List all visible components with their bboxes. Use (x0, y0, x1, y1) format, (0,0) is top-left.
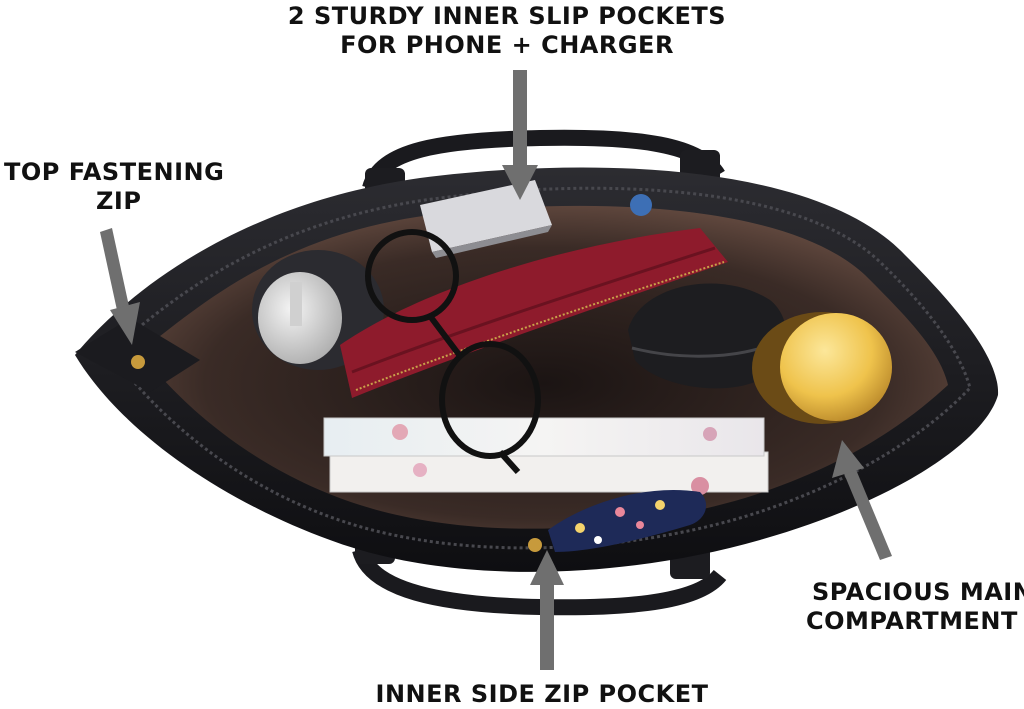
callout-line: ZIP (96, 187, 142, 215)
callout-line: TOP FASTENING (4, 158, 225, 186)
callout-arrows (100, 70, 892, 670)
callout-inner-slip-pockets: 2 STURDY INNER SLIP POCKETS FOR PHONE + … (282, 2, 732, 60)
notebooks (323, 417, 769, 495)
callout-line: 2 STURDY INNER SLIP POCKETS (287, 2, 727, 30)
callout-line: FOR PHONE + CHARGER (340, 31, 674, 59)
floral-zip-pouch (548, 489, 707, 552)
yellow-bottle (752, 312, 892, 424)
callout-main-compartment: SPACIOUS MAIN COMPARTMENT (806, 578, 1024, 636)
red-wallet (340, 228, 728, 398)
callout-line: COMPARTMENT (806, 607, 1018, 635)
eyeglasses (365, 229, 541, 475)
callout-top-fastening-zip: TOP FASTENING ZIP (4, 158, 225, 216)
side-pocket-zip-pull (528, 538, 542, 552)
callout-inner-side-zip-pocket: INNER SIDE ZIP POCKET (372, 680, 712, 709)
keychain-charm (630, 194, 652, 216)
callout-line: INNER SIDE ZIP POCKET (375, 680, 709, 708)
callout-line: SPACIOUS MAIN (812, 578, 1024, 606)
zip-pull-tab (75, 318, 200, 392)
